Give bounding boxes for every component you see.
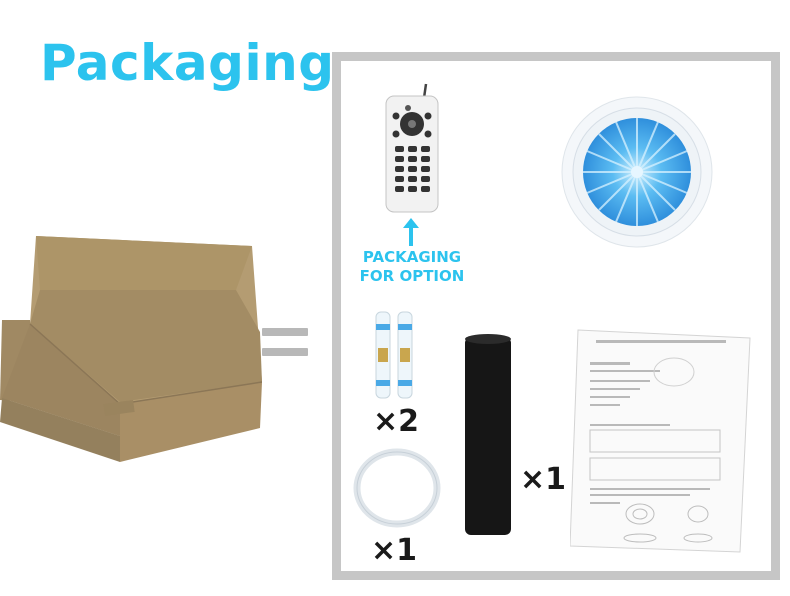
pool-light-icon	[561, 96, 713, 248]
manual-icon	[570, 329, 751, 553]
page-title: Packaging	[40, 34, 335, 92]
option-label: PACKAGING FOR OPTION	[356, 248, 468, 286]
cardboard-box-icon	[0, 236, 262, 462]
option-label-line2: FOR OPTION	[359, 267, 465, 285]
connector-tube-icon	[375, 311, 413, 399]
equals-icon	[262, 328, 308, 368]
qty-ring: ×1	[371, 533, 418, 568]
remote-control-icon	[385, 83, 439, 213]
option-label-line1: PACKAGING	[362, 248, 462, 266]
qty-connectors: ×2	[373, 404, 420, 439]
seal-ring-icon	[353, 448, 441, 528]
foam-tube-icon	[465, 334, 511, 535]
qty-foam: ×1	[520, 462, 567, 497]
up-arrow-icon	[403, 218, 419, 246]
